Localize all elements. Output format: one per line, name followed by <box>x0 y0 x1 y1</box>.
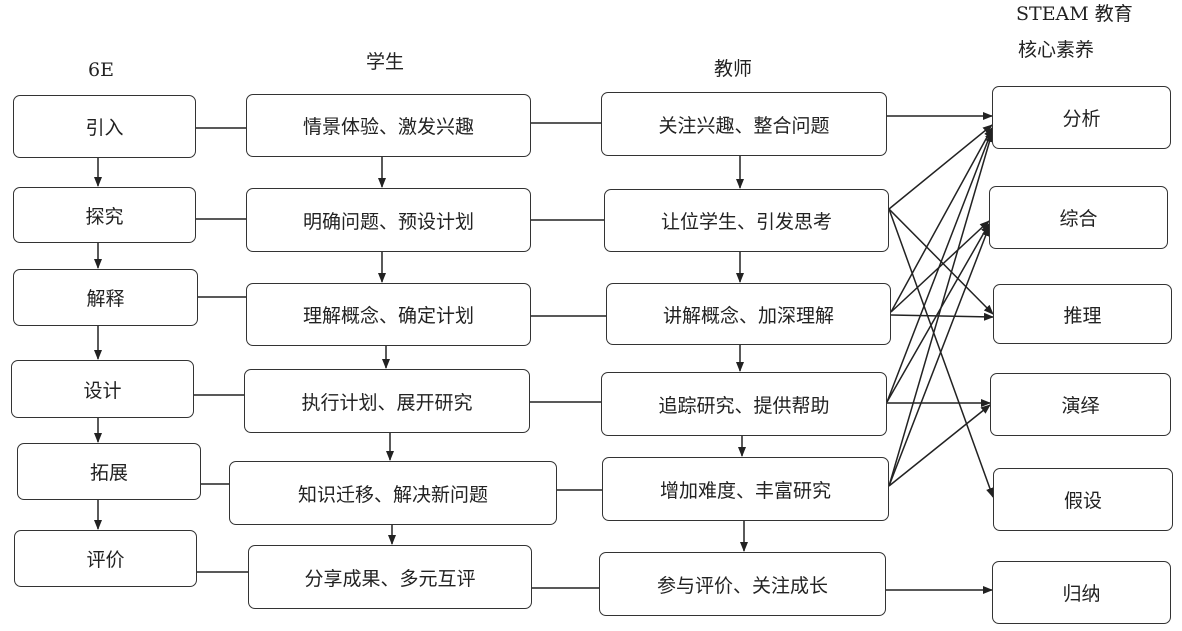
header-teacher: 教师 <box>714 58 753 80</box>
arrow-t2-analysis <box>888 124 993 210</box>
student-box-4: 执行计划、展开研究 <box>244 369 530 433</box>
teacher-box-6: 参与评价、关注成长 <box>599 552 886 616</box>
sixe-box-5: 拓展 <box>17 443 201 500</box>
steam-box-hypothesis: 假设 <box>993 468 1173 531</box>
arrow-t3-analysis <box>890 127 993 313</box>
arrow-t4-analysis <box>886 129 993 403</box>
steam-box-deduction: 演绎 <box>990 373 1171 436</box>
arrow-t3-reasoning <box>890 312 994 321</box>
teacher-box-5: 增加难度、丰富研究 <box>602 457 889 521</box>
header-6e: 6E <box>88 59 114 81</box>
sixe-box-6: 评价 <box>14 530 197 587</box>
student-box-2: 明确问题、预设计划 <box>246 188 531 252</box>
teacher-box-3: 讲解概念、加深理解 <box>606 283 891 345</box>
steam-box-reasoning: 推理 <box>993 284 1172 344</box>
arrow-t5-analysis <box>888 132 994 487</box>
header-steam-line2: 核心素养 <box>1018 39 1095 61</box>
teacher-box-4: 追踪研究、提供帮助 <box>601 372 887 436</box>
steam-box-analysis: 分析 <box>992 86 1171 149</box>
sixe-box-3: 解释 <box>13 269 198 326</box>
student-box-5: 知识迁移、解决新问题 <box>229 461 557 525</box>
student-box-6: 分享成果、多元互评 <box>248 545 532 609</box>
sixe-box-4: 设计 <box>11 360 194 418</box>
arrow-t4-synthesis <box>886 223 990 403</box>
student-box-3: 理解概念、确定计划 <box>246 283 531 346</box>
sixe-box-1: 引入 <box>13 95 196 158</box>
student-box-1: 情景体验、激发兴趣 <box>246 94 531 157</box>
sixe-box-2: 探究 <box>13 187 196 243</box>
steam-box-synthesis: 综合 <box>989 186 1168 249</box>
header-steam-line1: STEAM 教育 <box>1016 3 1133 25</box>
steam-box-induction: 归纳 <box>992 561 1171 624</box>
teacher-box-2: 让位学生、引发思考 <box>604 189 889 252</box>
arrow-t5-deduction <box>888 404 991 487</box>
teacher-box-1: 关注兴趣、整合问题 <box>601 92 887 156</box>
arrow-t5-synthesis <box>888 226 990 487</box>
header-student: 学生 <box>366 51 405 73</box>
